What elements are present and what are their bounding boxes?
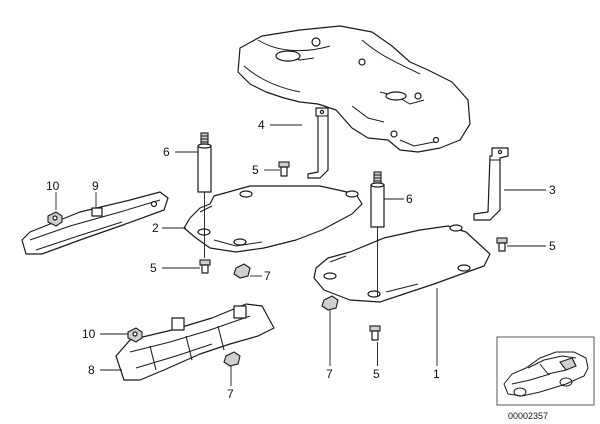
nut-10-lower [127,327,143,343]
callout-10-lower: 10 [82,327,96,341]
car-icon [503,351,589,397]
reference-number: 00002357 [508,411,548,421]
callout-9: 9 [92,179,99,193]
bolt-5-lower [369,325,381,341]
callout-10-upper: 10 [46,179,60,193]
callout-5-upper: 5 [252,163,259,177]
car-inset [496,336,595,406]
shield-plate-1 [313,224,491,303]
leader-lines [55,124,546,386]
nut-10-upper [47,211,63,227]
bracket-9 [21,191,169,255]
callout-3: 3 [549,183,556,197]
spacer-bolt-right [370,171,385,228]
callout-7-bottom: 7 [227,387,234,401]
callout-4: 4 [258,118,265,132]
spacer-bolt-left [197,132,212,193]
callout-7-right: 7 [326,367,333,381]
callout-5-lower: 5 [373,367,380,381]
callout-6-left: 6 [163,145,170,159]
shield-plate-2 [183,185,363,253]
clip-7-bottom [223,351,241,367]
bracket-4 [307,107,329,179]
bolt-5-middle [199,259,211,274]
bolt-5-upper [278,161,290,177]
callout-2: 2 [152,221,159,235]
fuel-tank [237,25,471,153]
bracket-8 [115,303,275,381]
clip-7-right [321,295,339,311]
bracket-3 [473,147,509,221]
callout-6-right: 6 [406,192,413,206]
callout-1: 1 [433,367,440,381]
bolt-5-right [496,237,508,252]
callout-8: 8 [88,363,95,377]
callout-5-right: 5 [549,239,556,253]
callout-7-middle: 7 [264,269,271,283]
clip-7-middle [233,263,251,279]
callout-5-middle: 5 [150,261,157,275]
